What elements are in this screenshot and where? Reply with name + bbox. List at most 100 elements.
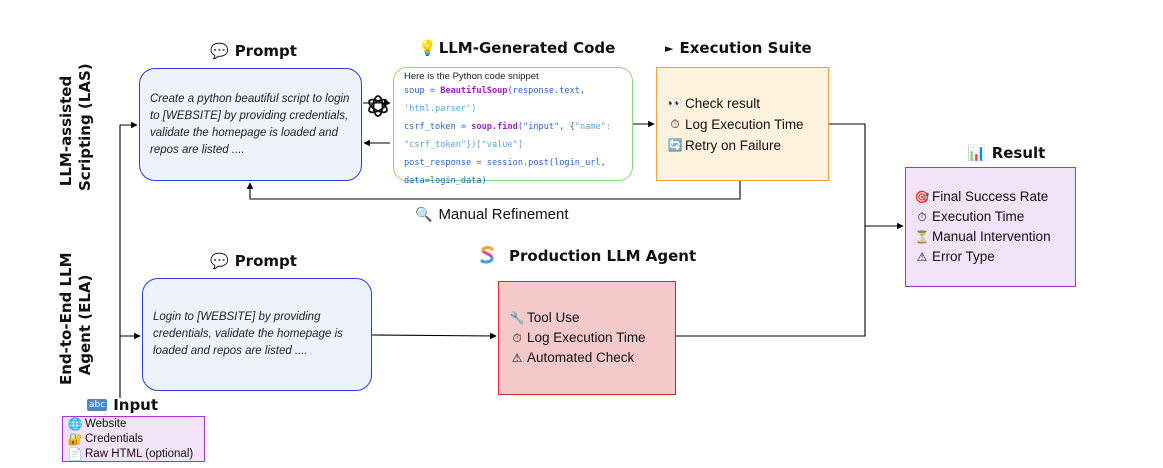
result-item-label: Execution Time bbox=[932, 209, 1025, 224]
agent-item-icon: 🔧 bbox=[509, 311, 525, 325]
ela-label-line2: Agent (ELA) bbox=[76, 274, 94, 376]
input-item: 🌐Website bbox=[67, 417, 200, 432]
code-token: 'html.parser') bbox=[404, 104, 477, 114]
play-triangle-icon: ► bbox=[665, 41, 674, 55]
input-box: 🌐Website🔐Credentials📄Raw HTML (optional) bbox=[62, 416, 205, 462]
result-item: 🎯Final Success Rate bbox=[914, 187, 1067, 207]
execution-item: 👀Check result bbox=[667, 93, 818, 114]
agent-to-result-line bbox=[676, 226, 866, 337]
agent-item: ⏱ Log Execution Time bbox=[509, 328, 665, 348]
code-line: post_response = session.post(login_url, bbox=[404, 154, 622, 172]
result-item: ⏱ Execution Time bbox=[914, 207, 1067, 227]
execution-items: 👀Check result⏱Log Execution Time🔄Retry o… bbox=[667, 93, 818, 156]
ela-label-line1: End-to-End LLM bbox=[57, 252, 75, 385]
lightbulb-icon: 💡 bbox=[418, 39, 437, 57]
code-token: (response.text, bbox=[507, 86, 586, 96]
execution-item-icon: ⏱ bbox=[670, 116, 680, 131]
code-line: data=login_data) bbox=[404, 172, 622, 190]
code-token: data=login_data) bbox=[404, 176, 487, 186]
speech-bubble-icon: 💬 bbox=[210, 252, 229, 270]
code-token: ("input", { bbox=[517, 122, 575, 132]
input-item-label: Credentials bbox=[85, 432, 144, 445]
openai-logo-icon bbox=[368, 95, 388, 117]
code-snippet-box: Here is the Python code snippet soup = B… bbox=[393, 67, 633, 186]
agent-items: 🔧Tool Use ⏱ Log Execution Time ⚠ Automated C… bbox=[509, 308, 665, 368]
result-item-icon: ⏳ bbox=[914, 230, 930, 244]
execution-title: Execution Suite bbox=[679, 39, 812, 57]
prompt-top-header: 💬 Prompt bbox=[210, 42, 297, 60]
input-item-label: Raw HTML (optional) bbox=[85, 447, 194, 460]
code-token: BeautifulSoup bbox=[440, 86, 508, 96]
code-line: soup = BeautifulSoup(response.text, bbox=[404, 82, 622, 100]
result-box: 🎯Final Success Rate⏱Execution Time⏳Manua… bbox=[905, 167, 1076, 287]
result-item: ⚠ Error Type bbox=[914, 247, 1067, 267]
code-intro-text: Here is the Python code snippet bbox=[404, 71, 539, 82]
agent-title: Production LLM Agent bbox=[509, 246, 697, 265]
bar-chart-icon: 📊 bbox=[967, 144, 986, 162]
ela-prompt-text: Login to [WEBSITE] by providing credenti… bbox=[153, 311, 343, 357]
agent-item-icon: ⚠ bbox=[511, 351, 523, 365]
las-prompt-box: Create a python beautiful script to logi… bbox=[139, 68, 362, 181]
execution-suite-box: 👀Check result⏱Log Execution Time🔄Retry o… bbox=[656, 67, 829, 181]
input-item-icon: 🌐 bbox=[67, 416, 83, 431]
las-prompt-text: Create a python beautiful script to logi… bbox=[150, 92, 350, 156]
execution-item-label: Check result bbox=[685, 95, 761, 111]
result-item-icon: ⏱ bbox=[917, 210, 927, 224]
agent-item-label: Automated Check bbox=[527, 350, 635, 365]
ela-side-label: End-to-End LLM Agent (ELA) bbox=[57, 252, 95, 385]
refinement-loop-line bbox=[246, 181, 741, 200]
result-title: Result bbox=[991, 144, 1046, 162]
las-label-line2: Scripting (LAS) bbox=[76, 63, 94, 191]
input-item-icon: 📄 bbox=[67, 446, 83, 461]
code-line: "csrf_token"})["value"] bbox=[404, 136, 622, 154]
code-token: soup.find bbox=[471, 122, 518, 132]
code-token: soup = bbox=[404, 86, 441, 96]
prompt-to-agent-arrow bbox=[371, 332, 497, 340]
production-agent-box: 🔧Tool Use ⏱ Log Execution Time ⚠ Automated C… bbox=[498, 281, 676, 395]
execution-item: 🔄Retry on Failure bbox=[667, 135, 818, 156]
manual-refinement-text: Manual Refinement bbox=[438, 206, 569, 223]
execution-item-icon: 🔄 bbox=[667, 137, 683, 152]
result-item-icon: ⚠ bbox=[916, 250, 928, 264]
agent-item-icon: ⏱ bbox=[512, 331, 522, 345]
result-items: 🎯Final Success Rate⏱Execution Time⏳Manua… bbox=[914, 187, 1067, 267]
agent-item: ⚠ Automated Check bbox=[509, 348, 665, 368]
code-token: csrf_token = bbox=[404, 122, 472, 132]
exec-to-result-line bbox=[829, 123, 866, 226]
input-item: 📄Raw HTML (optional) bbox=[67, 447, 200, 462]
code-line: 'html.parser') bbox=[404, 100, 622, 118]
result-item: ⏳Manual Intervention bbox=[914, 227, 1067, 247]
code-title: LLM-Generated Code bbox=[438, 39, 616, 57]
code-line: csrf_token = soup.find("input", {"name": bbox=[404, 118, 622, 136]
input-item-label: Website bbox=[85, 417, 127, 430]
execution-item-icon: 👀 bbox=[667, 95, 683, 110]
result-item-icon: 🎯 bbox=[914, 190, 930, 204]
las-side-label: LLM-assisted Scripting (LAS) bbox=[57, 63, 95, 191]
execution-item: ⏱ Log Execution Time bbox=[667, 114, 818, 135]
las-label-line1: LLM-assisted bbox=[57, 75, 75, 187]
speech-bubble-icon: 💬 bbox=[210, 42, 229, 60]
agent-item: 🔧Tool Use bbox=[509, 308, 665, 328]
ela-prompt-box: Login to [WEBSITE] by providing credenti… bbox=[142, 278, 372, 391]
input-item: 🔐Credentials bbox=[67, 432, 200, 447]
execution-item-label: Retry on Failure bbox=[685, 137, 782, 153]
abc-icon: abc bbox=[87, 399, 108, 411]
agent-header: Production LLM Agent bbox=[480, 246, 696, 265]
input-title: Input bbox=[113, 396, 159, 414]
agent-item-label: Log Execution Time bbox=[527, 330, 646, 345]
prompt-bottom-title: Prompt bbox=[234, 252, 297, 270]
result-item-label: Error Type bbox=[932, 249, 995, 264]
code-header: 💡 LLM-Generated Code bbox=[418, 39, 615, 57]
input-item-icon: 🔐 bbox=[67, 431, 83, 446]
result-item-label: Manual Intervention bbox=[932, 229, 1051, 244]
code-token: "csrf_token"})["value"] bbox=[404, 140, 523, 150]
execution-item-label: Log Execution Time bbox=[685, 116, 804, 132]
s-logo-icon bbox=[480, 246, 494, 264]
result-header: 📊 Result bbox=[967, 144, 1045, 162]
code-token: post_response = session.post(login_url, bbox=[404, 158, 606, 168]
prompt-top-title: Prompt bbox=[234, 42, 297, 60]
prompt-bottom-header: 💬 Prompt bbox=[210, 252, 297, 270]
magnifier-icon: 🔍 bbox=[415, 206, 433, 223]
agent-item-label: Tool Use bbox=[527, 310, 580, 325]
input-items: 🌐Website🔐Credentials📄Raw HTML (optional) bbox=[67, 417, 200, 462]
